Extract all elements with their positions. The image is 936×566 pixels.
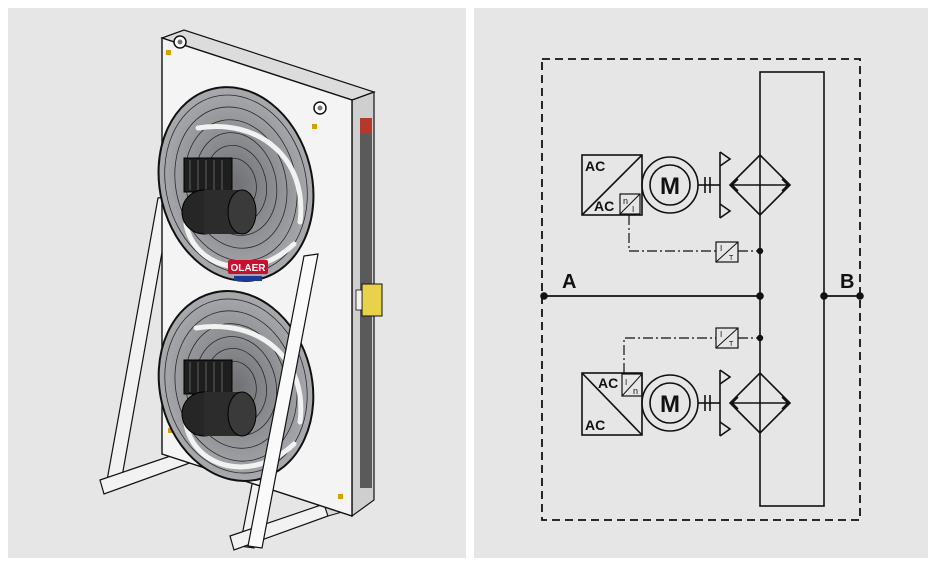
junction-box (355, 283, 383, 317)
system-boundary (541, 58, 861, 521)
motor-label-bottom: M (660, 391, 680, 418)
speed-box-bottom (621, 373, 643, 397)
svg-text:OLAER: OLAER (231, 263, 267, 274)
svg-text:I: I (625, 378, 627, 387)
svg-text:T: T (729, 341, 734, 348)
speed-box-top (619, 193, 641, 215)
cooler-symbol-top (728, 153, 792, 217)
svg-text:n: n (633, 386, 638, 396)
port-a-dot (540, 292, 548, 300)
converter-bottom-label-upper: AC (598, 375, 618, 391)
motor-bottom (181, 359, 257, 437)
port-b-label: B (840, 271, 854, 293)
brand-logo: OLAER (228, 260, 268, 281)
lifting-eye-left (173, 35, 187, 49)
schematic-panel: A B AC AC n I M (474, 8, 928, 558)
schematic-diagram: A B AC AC n I M (540, 58, 864, 521)
cooler-illustration: OLAER (99, 29, 383, 551)
motor-top (181, 157, 257, 235)
heat-exchanger-block (759, 71, 825, 507)
lifting-eye-right (313, 101, 327, 115)
svg-text:n: n (623, 196, 628, 206)
fan-assembly-top: AC AC n I M I (581, 151, 792, 263)
cooler-symbol-bottom (728, 371, 792, 435)
converter-top-label-lower: AC (594, 198, 614, 214)
signal-line-top (628, 215, 716, 252)
svg-text:I: I (720, 330, 722, 339)
motor-label-top: M (660, 173, 680, 200)
product-illustration-panel: OLAER (8, 8, 466, 558)
temp-sensor-top (715, 241, 739, 263)
svg-text:I: I (720, 244, 722, 253)
converter-bottom-label-lower: AC (585, 417, 605, 433)
support-frame-front (247, 253, 319, 549)
svg-text:T: T (729, 255, 734, 262)
converter-top-label-upper: AC (585, 158, 605, 174)
port-a-label: A (562, 271, 576, 293)
fan-assembly-bottom: AC AC I n M I (581, 327, 792, 437)
svg-text:I: I (632, 205, 634, 214)
port-b-dot (856, 292, 864, 300)
signal-line-bottom (623, 337, 716, 373)
